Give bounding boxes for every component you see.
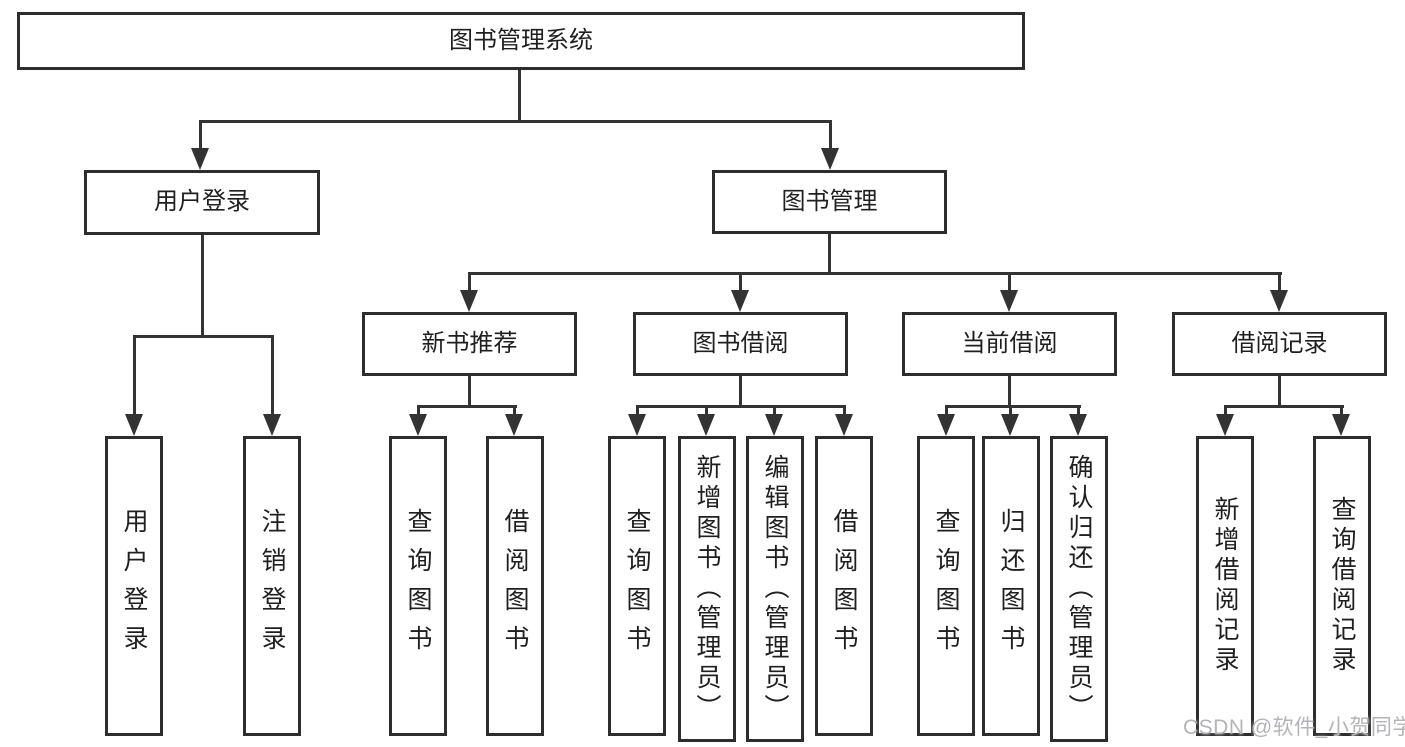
leaf-borrow-books-recommend: 借阅图书 [486,436,544,736]
connector-line [199,120,202,152]
node-label: 借阅图书 [830,508,858,664]
arrow-down-icon [821,148,839,170]
connector-line [417,405,517,408]
node-current-borrow: 当前借阅 [902,312,1117,376]
node-label: 当前借阅 [961,329,1058,357]
arrow-down-icon [125,414,143,436]
arrow-down-icon [1216,414,1234,436]
connector-line [518,68,521,122]
node-user-login: 用户登录 [84,170,320,235]
connector-line [945,405,948,419]
connector-line [739,375,742,407]
arrow-down-icon [1332,414,1350,436]
leaf-add-borrow-record: 新增借阅记录 [1196,436,1254,736]
connector-line [1278,375,1281,407]
arrow-down-icon [409,414,427,436]
node-label: 查询借阅记录 [1328,496,1356,676]
node-new-book-recommend: 新书推荐 [362,312,577,376]
leaf-edit-book-admin: 编辑图书（管理员） [746,436,804,742]
connector-line [469,272,1282,275]
node-book-borrow: 图书借阅 [633,312,848,376]
arrow-down-icon [697,414,715,436]
arrow-down-icon [191,148,209,170]
connector-line [513,405,516,419]
leaf-query-borrow-record: 查询借阅记录 [1313,436,1371,736]
leaf-logout: 注销登录 [243,436,301,736]
csdn-watermark: CSDN @软件_小贺同学 [1183,716,1405,739]
connector-line [201,234,204,337]
node-label: 查询图书 [404,508,432,664]
arrow-down-icon [1069,414,1087,436]
arrow-down-icon [731,290,749,312]
connector-line [1008,272,1011,294]
connector-line [828,233,831,274]
connector-line [1077,405,1080,419]
node-label: 用户登录 [120,508,148,664]
connector-line [1340,405,1343,419]
leaf-query-books-recommend: 查询图书 [389,436,447,736]
connector-line [468,375,471,407]
connector-line [271,335,274,419]
connector-line [705,405,708,419]
connector-line [1008,375,1011,407]
connector-line [1278,272,1281,294]
node-label: 归还图书 [997,508,1025,664]
node-label: 借阅图书 [501,508,529,664]
arrow-down-icon [505,414,523,436]
arrow-down-icon [1001,414,1019,436]
node-label: 新增借阅记录 [1211,496,1239,676]
connector-line [417,405,420,419]
connector-line [1009,405,1012,419]
node-label: 图书管理 [781,187,878,215]
node-label: 编辑图书（管理员） [761,454,789,724]
arrow-down-icon [460,290,478,312]
node-label: 查询图书 [932,508,960,664]
leaf-add-book-admin: 新增图书（管理员） [678,436,736,742]
leaf-query-books-borrow: 查询图书 [608,436,666,736]
connector-line [739,272,742,294]
arrow-down-icon [1000,290,1018,312]
arrow-down-icon [1270,290,1288,312]
arrow-down-icon [937,414,955,436]
node-label: 新增图书（管理员） [693,454,721,724]
connector-line [199,120,832,123]
node-label: 图书管理系统 [449,26,593,54]
leaf-user-login: 用户登录 [105,436,163,736]
node-label: 图书借阅 [692,329,789,357]
arrow-down-icon [628,414,646,436]
node-borrow-records: 借阅记录 [1172,312,1387,376]
node-label: 确认归还（管理员） [1065,454,1093,724]
connector-line [133,335,274,338]
node-label: 新书推荐 [421,329,518,357]
leaf-confirm-return-admin: 确认归还（管理员） [1050,436,1108,742]
connector-line [468,272,471,294]
node-root-system: 图书管理系统 [17,12,1025,70]
node-label: 用户登录 [154,188,250,216]
arrow-down-icon [835,414,853,436]
arrow-down-icon [263,414,281,436]
connector-line [133,335,136,419]
connector-line [636,405,639,419]
connector-line [829,120,832,152]
leaf-query-books-current: 查询图书 [917,436,975,736]
connector-line [1224,405,1227,419]
node-label: 查询图书 [623,508,651,664]
node-label: 注销登录 [258,508,286,664]
arrow-down-icon [765,414,783,436]
node-label: 借阅记录 [1231,329,1328,357]
connector-line [843,405,846,419]
node-book-management: 图书管理 [712,170,947,234]
leaf-return-book: 归还图书 [982,436,1040,736]
leaf-borrow-books: 借阅图书 [815,436,873,736]
connector-line [1224,405,1344,408]
connector-line [773,405,776,419]
connector-line [636,405,846,408]
connector-line [945,405,1081,408]
